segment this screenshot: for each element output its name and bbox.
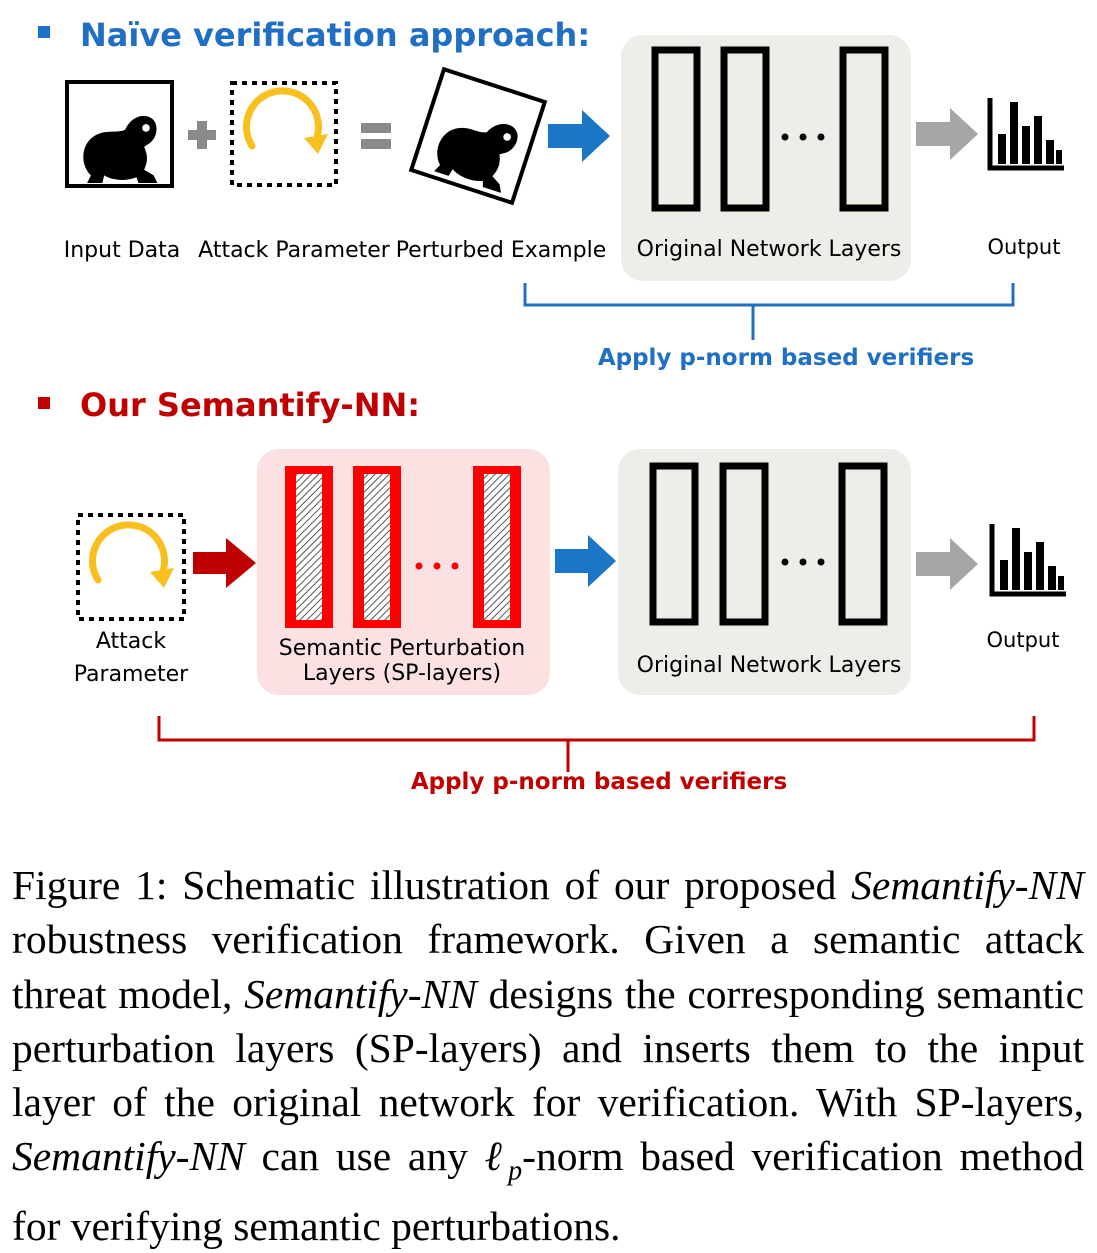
attack-parameter-label: Attack Parameter — [198, 238, 391, 263]
sp-layer — [285, 466, 333, 628]
figure-caption: Figure 1: Schematic illustration of our … — [12, 862, 1085, 1250]
perturbed-example-label: Perturbed Example — [396, 238, 607, 263]
bar-chart-icon — [992, 524, 1066, 594]
bullet-icon — [38, 397, 50, 409]
network-layer — [720, 46, 770, 212]
figure-diagram: Naïve verification approach: Original Ne… — [38, 16, 1097, 795]
verifier-label-1: Apply p-norm based verifiers — [598, 345, 974, 371]
section2-heading: Our Semantify-NN: — [80, 386, 420, 424]
ellipsis-icon — [781, 558, 825, 566]
blue-arrow-icon — [548, 110, 610, 162]
gray-arrow-icon — [916, 538, 978, 590]
verifier-brace-1 — [523, 283, 1015, 340]
network-label-1: Original Network Layers — [637, 237, 902, 262]
gray-arrow-icon — [916, 108, 978, 160]
attack-label-line1: Attack — [96, 629, 166, 654]
verifier-label-2: Apply p-norm based verifiers — [411, 769, 787, 795]
output-label-2: Output — [987, 628, 1060, 652]
bullet-icon — [38, 26, 50, 38]
frog-icon — [65, 80, 174, 188]
equals-icon — [361, 123, 391, 149]
perturbed-frog-icon — [408, 66, 548, 206]
rotate-arrow-icon — [230, 81, 338, 187]
sp-label-line2: Layers (SP-layers) — [303, 661, 501, 686]
network-label-2: Original Network Layers — [637, 653, 902, 678]
network-layer — [838, 462, 888, 626]
output-label-1: Output — [988, 235, 1061, 259]
plus-icon — [188, 121, 216, 149]
bar-chart-icon — [990, 98, 1064, 168]
section1-heading: Naïve verification approach: — [80, 16, 590, 54]
network-layer — [649, 462, 699, 626]
ellipsis-icon — [415, 562, 459, 570]
input-data-label: Input Data — [64, 238, 181, 263]
attack-label-line2: Parameter — [74, 662, 189, 687]
sp-label-line1: Semantic Perturbation — [279, 636, 525, 661]
blue-arrow-icon — [555, 535, 616, 587]
sp-layer — [353, 466, 401, 628]
network-layer — [719, 462, 769, 626]
sp-layer — [473, 466, 521, 628]
network-layer — [651, 46, 701, 212]
verifier-brace-2 — [157, 716, 1036, 772]
ellipsis-icon — [781, 133, 825, 141]
rotate-arrow-icon — [76, 513, 186, 621]
red-arrow-icon — [193, 538, 256, 588]
network-layer — [839, 46, 889, 212]
